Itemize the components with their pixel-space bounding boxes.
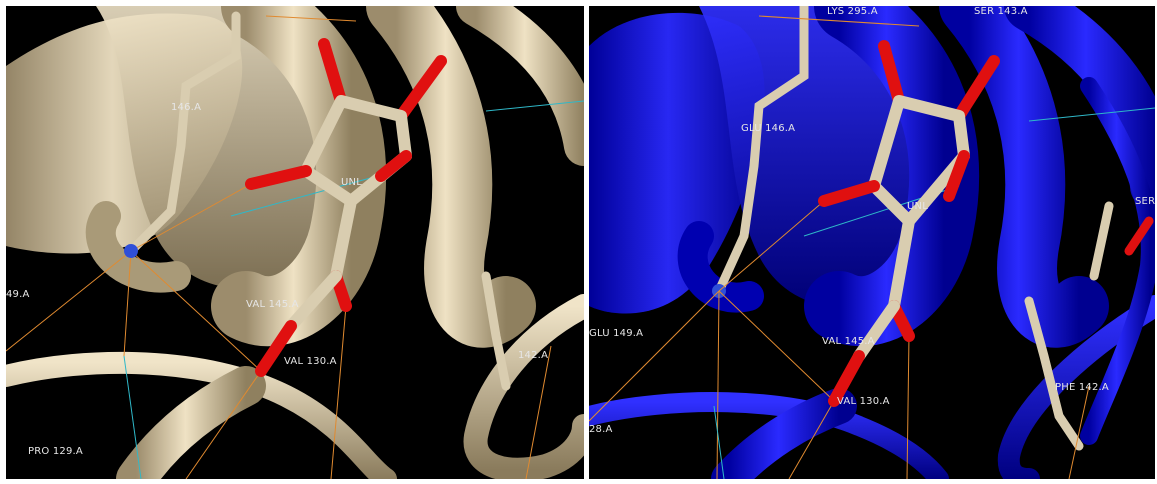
- residue-label: SER: [1135, 196, 1155, 207]
- protein-ribbon: [589, 6, 1155, 479]
- right-molecule-canvas: [589, 6, 1155, 479]
- residue-label: 28.A: [589, 424, 613, 435]
- residue-label: VAL 130.A: [837, 396, 890, 407]
- ligand-label: UNL: [341, 177, 362, 188]
- residue-label: GLU 149.A: [589, 328, 644, 339]
- residue-label: SER 143.A: [974, 6, 1028, 17]
- residue-label: PRO 129.A: [28, 446, 83, 457]
- residue-label: VAL 145.A: [246, 299, 299, 310]
- residue-label: 142.A: [518, 350, 549, 361]
- residue-sticks: [126, 11, 511, 391]
- right-molecule-view: LYS 295.A SER 143.A GLU 146.A UNL SER GL…: [589, 6, 1155, 479]
- residue-label: LYS 295.A: [827, 6, 878, 17]
- residue-label: VAL 145.A: [822, 336, 875, 347]
- left-molecule-canvas: [6, 6, 584, 479]
- residue-label: VAL 130.A: [284, 356, 337, 367]
- ligand-molecule: [245, 38, 447, 377]
- nitrogen-atom: [124, 244, 138, 258]
- left-molecule-view: 146.A 49.A VAL 145.A VAL 130.A 142.A PRO…: [6, 6, 584, 479]
- residue-label: GLU 146.A: [741, 123, 796, 134]
- residue-label: 49.A: [6, 289, 30, 300]
- residue-label: 146.A: [171, 102, 202, 113]
- residue-label: PHE 142.A: [1055, 382, 1109, 393]
- ligand-label: UNL: [907, 201, 928, 212]
- protein-ribbon: [6, 6, 584, 479]
- ligand-molecule: [818, 40, 1000, 407]
- interaction-lines: [6, 15, 584, 479]
